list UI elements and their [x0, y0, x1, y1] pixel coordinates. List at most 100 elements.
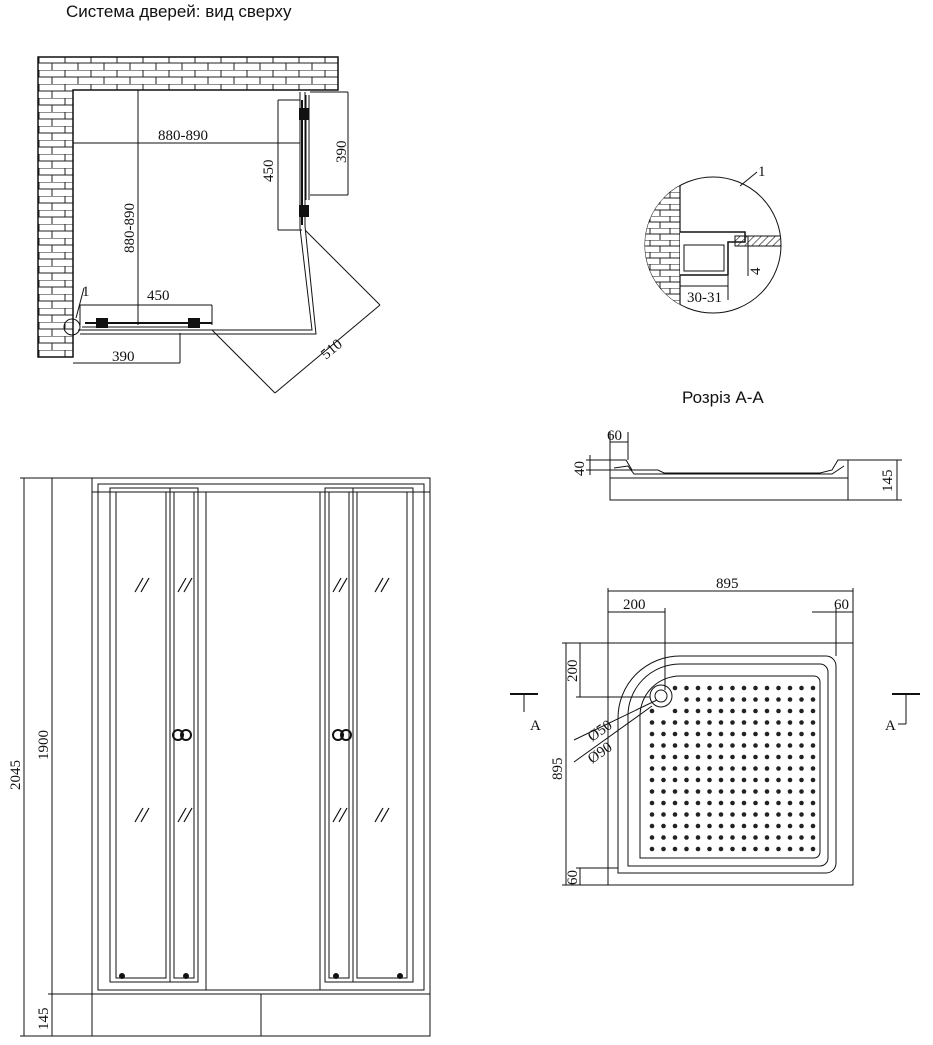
anti-slip-dot [810, 685, 816, 691]
anti-slip-dot [649, 731, 655, 737]
anti-slip-dot [730, 731, 735, 737]
anti-slip-dot [707, 766, 712, 771]
tray-radius-y-dimension: 200 [565, 660, 581, 683]
anti-slip-dot [718, 697, 724, 702]
anti-slip-dot [661, 766, 666, 771]
right-fixed-glass [352, 487, 414, 983]
anti-slip-dot [799, 846, 804, 852]
anti-slip-dot [753, 789, 758, 794]
anti-slip-dot [684, 743, 689, 748]
anti-slip-dot [672, 743, 678, 748]
total-height-dimension: 2045 [8, 760, 24, 790]
anti-slip-dot [741, 743, 747, 748]
glass-reflection-icon [134, 577, 390, 823]
anti-slip-dot [776, 777, 781, 783]
anti-slip-dot [661, 846, 666, 852]
anti-slip-dot [649, 800, 655, 806]
anti-slip-dot [741, 846, 747, 852]
anti-slip-dot [695, 789, 701, 794]
anti-slip-dot [799, 800, 804, 806]
anti-slip-dot [730, 754, 735, 760]
anti-slip-dot [753, 754, 758, 760]
side-door-panel [299, 95, 310, 225]
anti-slip-dot [810, 789, 816, 794]
tray-section-profile [609, 459, 849, 501]
anti-slip-dot [672, 766, 678, 771]
anti-slip-dot [684, 823, 689, 829]
roller-icon [119, 973, 403, 979]
anti-slip-dot [741, 685, 747, 691]
anti-slip-dot [753, 823, 758, 829]
anti-slip-dot [684, 766, 689, 771]
anti-slip-dot [810, 731, 816, 737]
anti-slip-dot [799, 766, 804, 771]
anti-slip-dot [707, 823, 712, 829]
anti-slip-dot [695, 743, 701, 748]
anti-slip-dot [730, 846, 735, 852]
anti-slip-dot [741, 777, 747, 783]
front-fixed-dimension: 390 [112, 349, 135, 365]
anti-slip-dot [695, 823, 701, 829]
anti-slip-dot [707, 754, 712, 760]
anti-slip-dot [787, 835, 793, 840]
anti-slip-dot [718, 789, 724, 794]
anti-slip-dot [776, 835, 781, 840]
anti-slip-dot [741, 766, 747, 771]
anti-slip-dot [730, 685, 735, 691]
anti-slip-dot [764, 720, 770, 725]
anti-slip-dot [776, 766, 781, 771]
tray-depth-dimension: 895 [550, 758, 566, 781]
anti-slip-dot [695, 777, 701, 783]
anti-slip-dot [661, 754, 666, 760]
anti-slip-dot [718, 835, 724, 840]
anti-slip-dot [764, 812, 770, 817]
anti-slip-dot [810, 743, 816, 748]
anti-slip-dot [730, 835, 735, 840]
anti-slip-dot [787, 697, 793, 702]
anti-slip-dot [661, 812, 666, 817]
section-marker-left: A [510, 693, 541, 734]
anti-slip-dot [810, 800, 816, 806]
anti-slip-dot [764, 685, 770, 691]
anti-slip-dot [730, 823, 735, 829]
anti-slip-dot [776, 789, 781, 794]
left-fixed-glass [109, 487, 171, 983]
svg-text:A: A [530, 718, 541, 734]
detail-callout-circle [63, 318, 81, 336]
left-door-glass [169, 487, 199, 983]
section-marker-right: A [885, 693, 920, 734]
anti-slip-dot [753, 731, 758, 737]
anti-slip-dot [684, 812, 689, 817]
anti-slip-dot [649, 812, 655, 817]
anti-slip-dot [649, 720, 655, 725]
anti-slip-dot [661, 800, 666, 806]
detail-view-1: 1 30-31 4 [644, 164, 782, 314]
anti-slip-dot [787, 685, 793, 691]
anti-slip-dot [776, 720, 781, 725]
cabin-height-dimension: 1900 [36, 730, 52, 760]
detail-gap-dimension: 30-31 [687, 290, 722, 306]
anti-slip-dot [661, 789, 666, 794]
roller-icon [299, 205, 309, 217]
anti-slip-dot [718, 812, 724, 817]
anti-slip-dot [810, 823, 816, 829]
anti-slip-dot [730, 743, 735, 748]
anti-slip-dot [741, 754, 747, 760]
anti-slip-dot [799, 812, 804, 817]
anti-slip-dot [649, 754, 655, 760]
anti-slip-dot [799, 731, 804, 737]
anti-slip-dot [764, 743, 770, 748]
anti-slip-dot [684, 720, 689, 725]
anti-slip-dot [787, 823, 793, 829]
anti-slip-dot [730, 720, 735, 725]
anti-slip-dot [707, 777, 712, 783]
anti-slip-dot [799, 789, 804, 794]
anti-slip-dot [776, 685, 781, 691]
anti-slip-dot [753, 766, 758, 771]
anti-slip-dot [672, 708, 678, 714]
depth-dimension: 880-890 [122, 203, 138, 253]
anti-slip-dot [776, 812, 781, 817]
anti-slip-dot [753, 708, 758, 714]
width-dimension: 880-890 [158, 128, 208, 144]
anti-slip-dot [741, 823, 747, 829]
